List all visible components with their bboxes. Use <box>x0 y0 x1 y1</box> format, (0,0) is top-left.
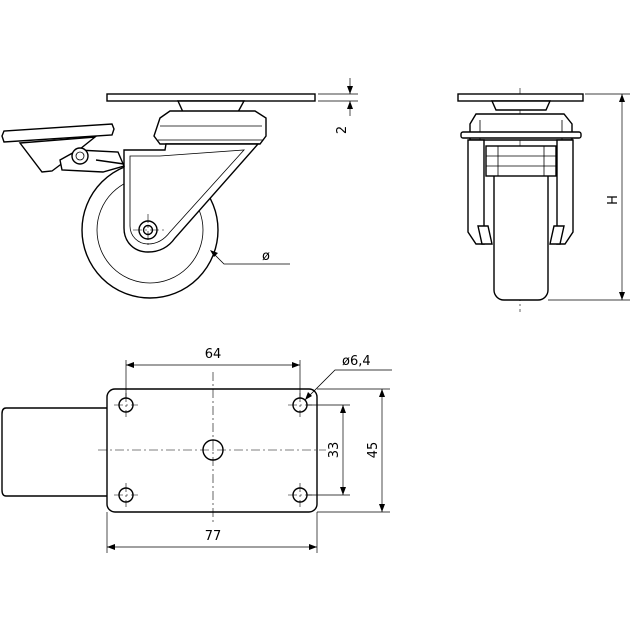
front-brake-bar <box>460 131 582 139</box>
hole-spacing-x-label: 64 <box>205 347 222 362</box>
brake-lever <box>18 136 98 173</box>
height-label: H <box>606 195 621 205</box>
front-fork-bridge <box>485 145 557 177</box>
top-view: 64 ø6,4 33 45 77 <box>1 347 392 553</box>
front-fork-left <box>467 139 485 245</box>
side-swivel-housing <box>153 110 267 145</box>
side-top-plate <box>106 93 316 102</box>
front-swivel-cap <box>490 100 552 111</box>
hole-spacing-y-label: 33 <box>327 442 342 459</box>
front-top-plate <box>457 93 584 102</box>
plate-thickness-label: 2 <box>335 126 350 134</box>
wheel-diameter-label: ø <box>262 249 270 264</box>
top-center-hole <box>202 439 224 461</box>
wheel-diameter-leader <box>211 251 290 265</box>
front-brake-right <box>549 225 565 245</box>
front-view: H <box>457 88 630 312</box>
front-brake-left <box>477 225 493 245</box>
side-fork <box>123 143 260 253</box>
brake-pivot <box>71 147 89 165</box>
side-view: ø 2 <box>1 78 358 299</box>
brake-pedal <box>1 123 115 143</box>
hole-diameter-label: ø6,4 <box>342 354 371 369</box>
plate-width-label: 45 <box>366 442 381 459</box>
top-wheel <box>1 407 111 497</box>
bolt-hole-bottom-left <box>114 483 138 507</box>
plate-length-label: 77 <box>205 529 222 544</box>
top-mounting-plate <box>106 388 318 513</box>
hole-diameter-leader <box>304 369 392 401</box>
